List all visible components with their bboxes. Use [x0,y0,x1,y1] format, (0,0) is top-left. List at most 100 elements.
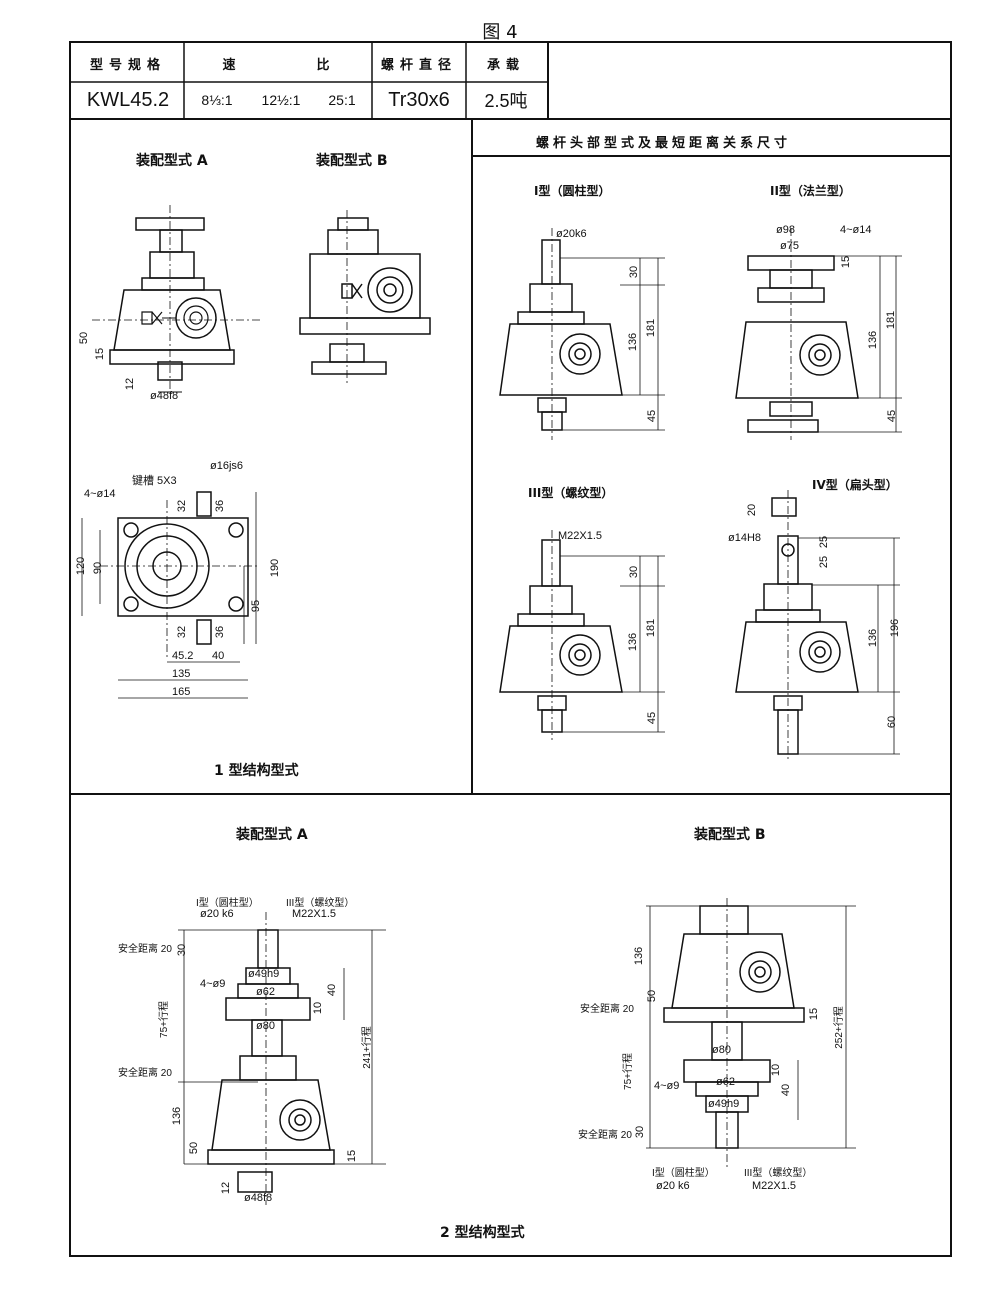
s2a-dim-40: 40 [326,983,339,997]
type2-dim-45: 45 [886,409,899,423]
s2b-dia80: ø80 [712,1044,731,1056]
type3-dim-136: 136 [627,632,640,652]
type4-dim-196: 196 [889,618,902,638]
s2b-dim-50: 50 [646,989,659,1003]
s2-caption: 2 型结构型式 [440,1225,525,1241]
s2-assembly-b-drawing [646,898,856,1168]
head-type2-drawing [735,228,902,440]
s2a-dim-136: 136 [171,1106,184,1126]
s1-dim-40: 40 [212,650,225,662]
header-load: 承载 [486,56,525,72]
s2b-stroke: 75+行程 [622,1053,634,1090]
type4-dim-25b: 25 [818,555,831,569]
s1-dim-190: 190 [269,558,282,578]
head-types-heading: 螺杆头部型式及最短距离关系尺寸 [536,136,792,151]
header-model: 型号规格 [89,56,166,72]
s2b-type1: I型（圆柱型） [652,1168,715,1179]
type4-dim-60: 60 [886,715,899,729]
s2b-dim-10: 10 [770,1063,783,1077]
type2-dia98: ø98 [776,224,795,236]
s2a-travel-top: 安全距离 20 [118,944,172,955]
s2-assembly-a-drawing [178,912,386,1205]
s2-assembly-b-label: 装配型式 B [694,827,766,843]
s1-dim-36b: 36 [214,625,227,639]
value-ratio-3: 25:1 [328,92,356,108]
type2-holes: 4~ø14 [840,224,872,236]
type1-label: I型（圆柱型） [534,184,611,198]
s1-top-view-drawing [81,491,260,699]
s1-dim-holes: 4~ø14 [84,488,116,500]
s2b-holes: 4~ø9 [654,1080,680,1092]
s2b-dia20: ø20 k6 [656,1180,690,1192]
s1-assembly-a-label: 装配型式 A [136,153,208,169]
type3-label: III型（螺纹型） [528,486,614,500]
s2a-type3: III型（螺纹型） [286,898,355,909]
s2b-travel-top: 安全距离 20 [580,1004,634,1015]
type2-label: II型（法兰型） [770,184,851,198]
s2a-holes: 4~ø9 [200,978,226,990]
s2b-dim-15: 15 [808,1007,821,1021]
type2-dim-136: 136 [867,330,880,350]
s1-dim-45-2: 45.2 [172,650,194,662]
type1-dim-30: 30 [628,265,641,279]
s2a-dim-10: 10 [312,1001,325,1015]
figure-title: 图 4 [482,22,518,43]
s1-dim-shaft: ø48f8 [150,390,179,402]
value-load: 2.5吨 [484,91,528,111]
s2a-travel-bottom: 安全距离 20 [118,1068,172,1079]
s1-dim-12: 12 [124,377,137,391]
header-ratio-right: 比 [316,56,336,72]
value-screw-dia: Tr30x6 [388,88,450,111]
value-ratio-1: 8⅓:1 [201,92,233,108]
s1-caption: 1 型结构型式 [214,763,299,779]
head-type4-drawing [735,490,900,760]
s2a-total: 241+行程 [361,1026,373,1069]
s1-dim-shaft16: ø16js6 [210,460,244,472]
s2b-type3: III型（螺纹型） [744,1168,813,1179]
type1-dim-136: 136 [627,332,640,352]
s1-dim-165: 165 [172,686,191,698]
s1-dim-120: 120 [75,556,88,576]
head-type3-drawing [499,530,665,740]
s2a-dia20: ø20 k6 [200,908,234,920]
s2b-dia62: ø62 [716,1076,735,1088]
s1-dim-key: 键槽 5X3 [132,475,177,487]
type3-thread: M22X1.5 [558,530,603,542]
type4-dim-25a: 25 [818,535,831,549]
head-type1-drawing [499,228,665,440]
type2-dia75: ø75 [780,240,799,252]
s2a-type1: I型（圆柱型） [196,898,259,909]
s2b-travel-bottom: 安全距离 20 [578,1130,632,1141]
type1-dia: ø20k6 [556,228,587,240]
s2a-dia49: ø49h9 [248,968,280,980]
type4-dim-20: 20 [746,503,759,517]
s2a-shaft: ø48f8 [244,1192,273,1204]
type1-dim-181: 181 [645,318,658,338]
s2b-dim-30: 30 [634,1125,647,1139]
s2a-dim-30: 30 [176,943,189,957]
s1-assembly-b-drawing [299,210,431,385]
s2b-dim-136: 136 [633,946,646,966]
s2a-dim-50: 50 [188,1141,201,1155]
s2a-dim-15: 15 [346,1149,359,1163]
type2-dim-181: 181 [885,310,898,330]
s1-dim-135: 135 [172,668,191,680]
type4-label: IV型（扁头型） [812,478,898,492]
s1-dim-90: 90 [92,561,105,575]
type2-dim-15: 15 [840,255,853,269]
value-ratio-2: 12½:1 [261,92,301,108]
s2a-stroke: 75+行程 [158,1001,170,1038]
s1-dim-95: 95 [250,599,263,613]
s1-dim-36a: 36 [214,499,227,513]
value-model: KWL45.2 [86,88,170,111]
type3-dim-181: 181 [645,618,658,638]
s2a-thread: M22X1.5 [292,908,337,920]
s1-dim-15: 15 [94,347,107,361]
type4-hole: ø14H8 [728,532,762,544]
header-screw-dia: 螺杆直径 [380,56,457,72]
s1-dim-32b: 32 [176,625,189,639]
s2a-dia62: ø62 [256,986,275,998]
type3-dim-45: 45 [646,711,659,725]
s2b-dia49: ø49h9 [708,1098,740,1110]
frame-lines [69,41,952,1257]
